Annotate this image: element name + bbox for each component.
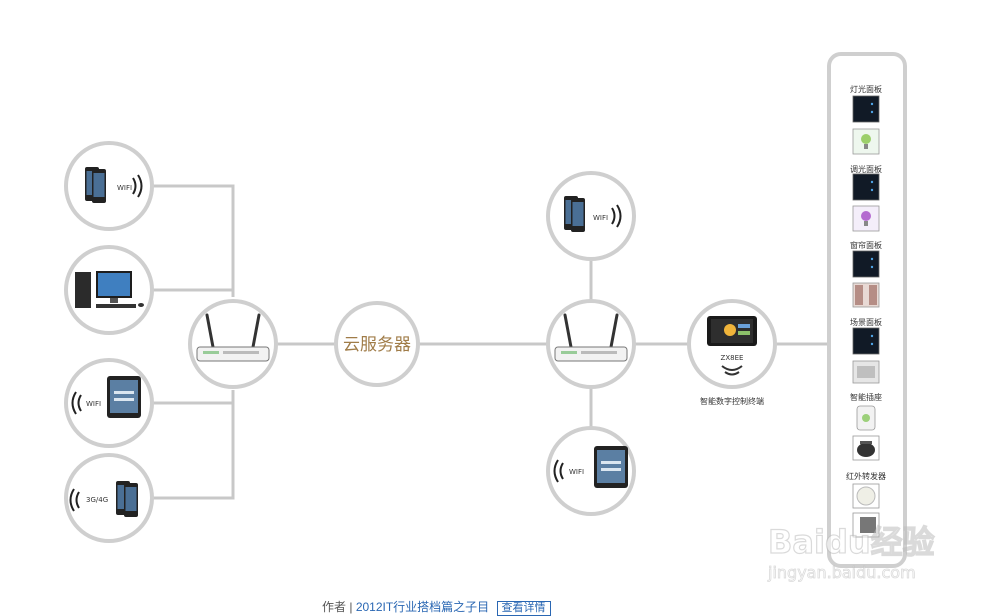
wifi-signal-icon [69, 488, 80, 512]
tablet-icon [107, 376, 141, 418]
router-left [188, 299, 278, 389]
wireless-signal-icon [721, 365, 743, 376]
terminal-screen-icon [707, 316, 757, 346]
mobile-network-label: 3G/4G [86, 496, 108, 504]
wifi-signal-icon [611, 204, 622, 228]
ir-transmitter-icon [852, 483, 880, 509]
terminal-caption: 智能数字控制终端 [700, 396, 764, 406]
footer-link[interactable]: 2012IT行业搭档篇之子目 [355, 600, 490, 614]
desktop-computer-icon [75, 271, 144, 308]
wifi-label: WIFI [593, 214, 608, 222]
connection-lines [152, 184, 829, 500]
cloud-server-node: 云服务器 [334, 301, 420, 387]
panel-label: 红外转发器 [846, 471, 886, 481]
panel-label: 调光面板 [850, 164, 882, 174]
wifi-signal-icon [553, 459, 564, 483]
panel-label: 窗帘面板 [850, 240, 882, 250]
view-details-button[interactable]: 查看详情 [496, 601, 551, 616]
scene-room-icon [852, 360, 880, 384]
footer-author: 作者 [322, 600, 347, 614]
device-panel-column: 灯光面板 调光面板 窗帘面板 场景面板 智能插座 [827, 52, 907, 568]
smart-socket-icon [856, 405, 876, 431]
light-bulb-icon [852, 128, 880, 155]
node-right-tablet-wifi: WIFI [546, 426, 636, 516]
cloud-server-label: 云服务器 [343, 335, 411, 355]
rice-cooker-icon [852, 435, 880, 461]
wifi-label: WIFI [86, 400, 101, 408]
terminal-model-label: ZX8EE [721, 354, 744, 362]
watermark-brand: Baidu经验 [768, 523, 935, 561]
panel-label: 场景面板 [850, 317, 882, 327]
footer-bar: 作者 | 2012IT行业搭档篇之子目 查看详情 [322, 598, 551, 616]
scene-panel-icon [852, 327, 880, 355]
node-right-phone-wifi: WIFI [546, 171, 636, 261]
light-switch-panel-icon [852, 95, 880, 123]
baidu-watermark: Baidu经验 jingyan.baidu.com [767, 522, 936, 582]
watermark-url: jingyan.baidu.com [767, 563, 916, 582]
node-left-phone-wifi: WIFI [64, 141, 154, 231]
wifi-signal-icon [71, 391, 82, 415]
wifi-label: WIFI [117, 184, 132, 192]
router-right [546, 299, 636, 389]
control-terminal-node: ZX8EE [687, 299, 777, 389]
panel-label: 智能插座 [850, 392, 882, 402]
dimmer-panel-icon [852, 173, 880, 201]
wifi-label: WIFI [569, 468, 584, 476]
air-conditioner-icon [852, 512, 880, 538]
wifi-signal-icon [132, 174, 143, 198]
tablet-icon [594, 446, 628, 488]
panel-label: 灯光面板 [850, 84, 882, 94]
node-left-desktop [64, 245, 154, 335]
node-left-tablet-wifi: WIFI [64, 358, 154, 448]
curtain-icon [852, 282, 880, 308]
curtain-panel-icon [852, 250, 880, 278]
node-left-phone-mobile: 3G/4G [64, 453, 154, 543]
dimmable-bulb-icon [852, 205, 880, 232]
